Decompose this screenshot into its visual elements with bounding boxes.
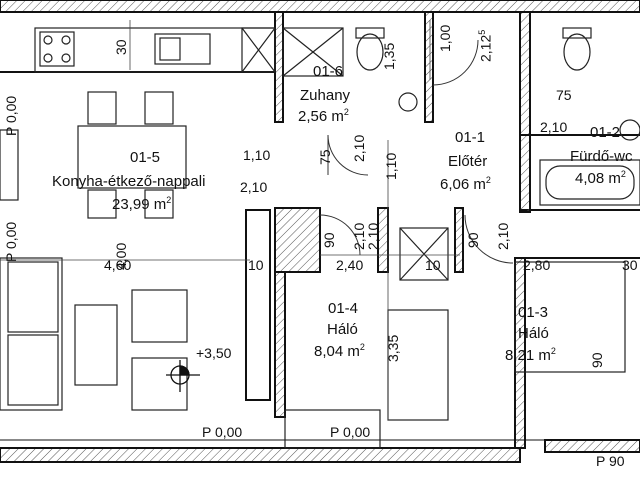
level-bottom-right: P 90 (596, 453, 625, 469)
dim-2-10-a: 2,10 (540, 119, 568, 135)
room-number-bathroom: 01-2 (590, 124, 621, 141)
room-number-kitchen: 01-5 (130, 149, 161, 166)
room-number-bedroom1: 01-4 (328, 300, 359, 317)
dim-30-b: 30 (622, 257, 638, 273)
room-name-bathroom: Fürdő-wc (570, 148, 633, 165)
room-area-bathroom: 4,08 m2 (575, 169, 626, 187)
dim-2-40: 2,40 (336, 257, 364, 273)
dim-75-a: 75 (556, 87, 572, 103)
level-left-mid: P 0,00 (3, 221, 19, 262)
dim-1-35: 1,35 (381, 42, 397, 70)
dining-set (77, 91, 187, 219)
room-number-bedroom2: 01-3 (518, 304, 549, 321)
room-name-shower: Zuhany (300, 87, 351, 104)
dim-90-a: 90 (321, 232, 337, 248)
dim-30: 30 (113, 39, 129, 55)
level-bottom-2: P 0,00 (330, 424, 371, 440)
shower-fixtures (282, 27, 418, 112)
door-swings (319, 39, 514, 264)
dim-1-10-a: 1,10 (243, 147, 271, 163)
dim-1-00: 1,00 (437, 24, 453, 52)
room-name-kitchen: Konyha-étkező-nappali (52, 173, 206, 190)
dim-2-10-b: 2,10 (240, 179, 268, 195)
dim-1-10-b: 1,10 (383, 152, 399, 180)
kitchen-counter (34, 27, 276, 73)
level-plus: +3,50 (196, 345, 232, 361)
dim-2-10-c: 2,10 (351, 134, 367, 162)
living-furniture (0, 129, 188, 411)
dim-2-12: 2,125 (477, 29, 494, 62)
dim-90-c: 90 (589, 352, 605, 368)
room-area-hall: 6,06 m2 (440, 175, 491, 193)
dim-2-80: 2,80 (523, 257, 551, 273)
room-name-bedroom1: Háló (327, 321, 358, 338)
walls (0, 0, 640, 463)
dim-90-b: 90 (465, 232, 481, 248)
room-number-shower: 01-6 (313, 63, 344, 80)
room-name-hall: Előtér (448, 153, 488, 170)
dim-75-b: 75 (317, 149, 333, 165)
level-left-top: P 0,00 (3, 95, 19, 136)
dimension-lines (0, 20, 460, 420)
dim-4-60: 4,60 (104, 257, 132, 273)
dim-2-10-e: 2,10 (365, 222, 381, 250)
boiler-symbol (166, 360, 200, 392)
dim-10-b: 10 (425, 257, 441, 273)
room-area-bedroom2: 8,21 m2 (505, 346, 556, 364)
room-area-kitchen: 23,99 m2 (112, 195, 172, 213)
dim-3-35: 3,35 (385, 334, 401, 362)
level-bottom-1: P 0,00 (202, 424, 243, 440)
room-area-bedroom1: 8,04 m2 (314, 342, 365, 360)
dim-10-a: 10 (248, 257, 264, 273)
room-area-shower: 2,56 m2 (298, 107, 349, 125)
bathroom-fixtures (539, 27, 640, 206)
room-number-hall: 01-1 (455, 129, 486, 146)
wardrobes (284, 227, 626, 449)
dim-2-10-d: 2,10 (351, 222, 367, 250)
dim-2-10-f: 2,10 (495, 222, 511, 250)
room-name-bedroom2: Háló (518, 325, 549, 342)
